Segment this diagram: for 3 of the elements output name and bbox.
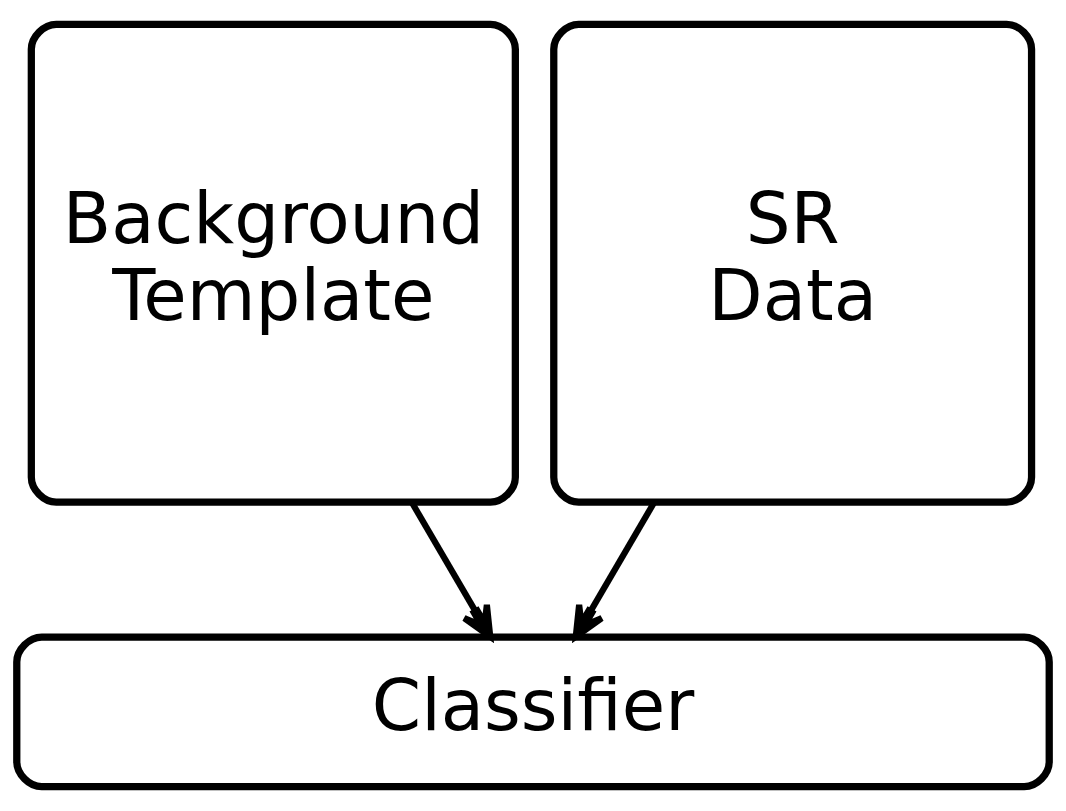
node-box: Background Template bbox=[27, 20, 519, 506]
node-box: Classifier bbox=[13, 633, 1053, 791]
node-box: SR Data bbox=[550, 20, 1036, 506]
